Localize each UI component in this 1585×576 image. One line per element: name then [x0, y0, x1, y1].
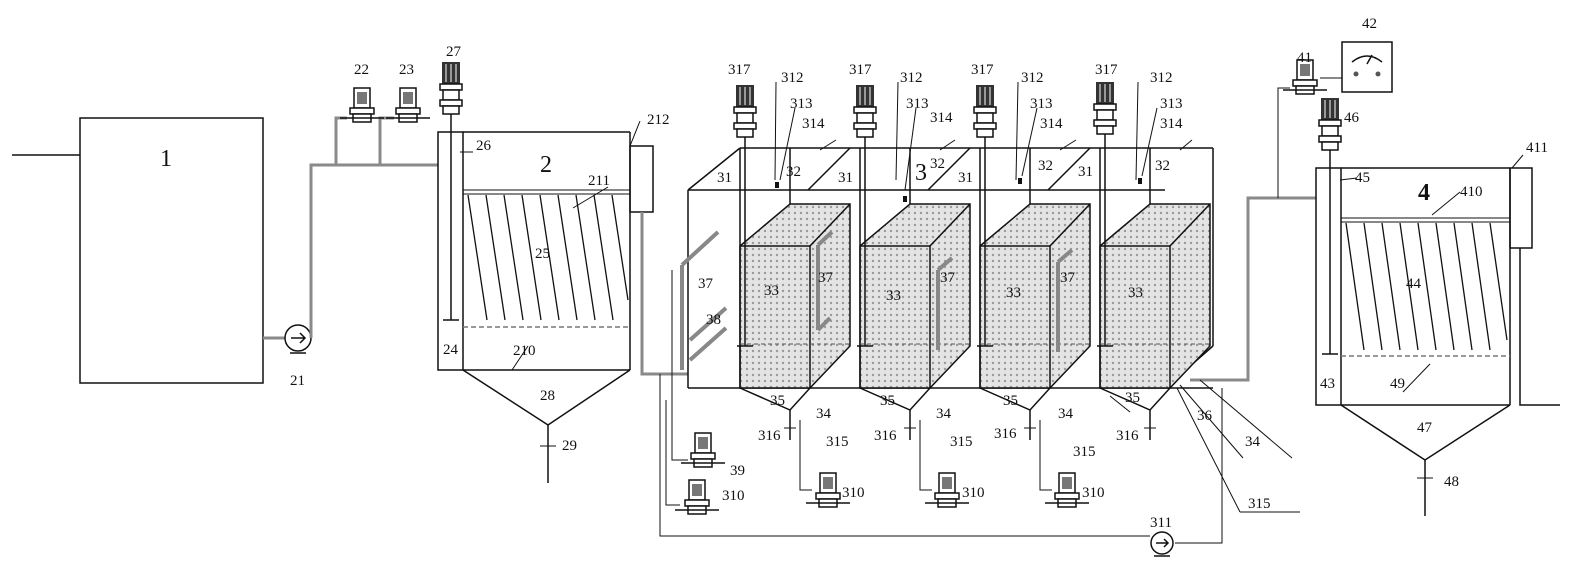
label-47: 47 [1417, 420, 1433, 436]
label-unit-3: 3 [915, 160, 927, 186]
label-316-a: 316 [758, 428, 781, 444]
label-316-c: 316 [994, 426, 1017, 442]
label-317-d: 317 [1095, 62, 1118, 78]
label-313-b: 313 [906, 96, 929, 112]
label-313-d: 313 [1160, 96, 1183, 112]
label-45: 45 [1355, 170, 1370, 186]
label-314-c: 314 [1040, 116, 1063, 132]
label-310-c: 310 [962, 485, 985, 501]
feed-pipe-1-2 [311, 118, 438, 338]
label-36: 36 [1197, 408, 1213, 424]
label-33-b: 33 [886, 288, 901, 304]
label-310-d: 310 [1082, 485, 1105, 501]
label-411: 411 [1526, 140, 1548, 156]
label-312-d: 312 [1150, 70, 1173, 86]
pump-310-a [675, 480, 719, 514]
label-317-c: 317 [971, 62, 994, 78]
label-35-b: 35 [880, 393, 895, 409]
reactor-cell-3 [974, 85, 1090, 440]
label-32-d: 32 [1155, 158, 1170, 174]
label-35-a: 35 [770, 393, 785, 409]
label-37-a: 37 [818, 270, 834, 286]
label-312-a: 312 [781, 70, 804, 86]
label-314-b: 314 [930, 110, 953, 126]
label-22: 22 [354, 62, 369, 78]
label-32-b: 32 [930, 156, 945, 172]
label-312-c: 312 [1021, 70, 1044, 86]
label-33-a: 33 [764, 283, 779, 299]
label-31-a: 31 [717, 170, 732, 186]
label-212: 212 [647, 112, 670, 128]
label-31-c: 31 [958, 170, 973, 186]
label-34-d: 34 [1245, 434, 1261, 450]
label-315-a: 315 [826, 434, 849, 450]
label-316-b: 316 [874, 428, 897, 444]
unit-1-tank [12, 118, 263, 383]
label-unit-2: 2 [540, 152, 552, 178]
label-313-c: 313 [1030, 96, 1053, 112]
label-316-d: 316 [1116, 428, 1139, 444]
label-21: 21 [290, 373, 305, 389]
pump-21 [263, 325, 311, 353]
label-317-b: 317 [849, 62, 872, 78]
label-48: 48 [1444, 474, 1459, 490]
label-37-left: 37 [698, 276, 714, 292]
label-315-b: 315 [950, 434, 973, 450]
label-28: 28 [540, 388, 555, 404]
label-210: 210 [513, 343, 536, 359]
label-46: 46 [1344, 110, 1360, 126]
label-34-c: 34 [1058, 406, 1074, 422]
label-23: 23 [399, 62, 414, 78]
label-24: 24 [443, 342, 459, 358]
label-26: 26 [476, 138, 492, 154]
label-310-b: 310 [842, 485, 865, 501]
label-315-d: 315 [1248, 496, 1271, 512]
label-34-a: 34 [816, 406, 832, 422]
label-35-c: 35 [1003, 393, 1018, 409]
label-32-a: 32 [786, 164, 801, 180]
label-42: 42 [1362, 16, 1377, 32]
label-33-c: 33 [1006, 285, 1021, 301]
label-unit-4: 4 [1418, 180, 1430, 206]
label-34-b: 34 [936, 406, 952, 422]
label-315-c: 315 [1073, 444, 1096, 460]
label-31-b: 31 [838, 170, 853, 186]
label-31-d: 31 [1078, 164, 1093, 180]
reactor-cell-4 [1094, 82, 1210, 440]
label-314-d: 314 [1160, 116, 1183, 132]
reactor-cell-1 [734, 85, 850, 440]
label-314-a: 314 [802, 116, 825, 132]
label-313-a: 313 [790, 96, 813, 112]
label-unit-1: 1 [160, 146, 172, 172]
label-311: 311 [1150, 515, 1172, 531]
label-410: 410 [1460, 184, 1483, 200]
label-27: 27 [446, 44, 462, 60]
label-211: 211 [588, 173, 610, 189]
label-33-d: 33 [1128, 285, 1143, 301]
label-41: 41 [1297, 50, 1312, 66]
label-29: 29 [562, 438, 577, 454]
label-44: 44 [1406, 276, 1422, 292]
label-43: 43 [1320, 376, 1335, 392]
label-49: 49 [1390, 376, 1405, 392]
unit-4-settler [1278, 78, 1560, 516]
label-35-d: 35 [1125, 390, 1140, 406]
pump-311 [1151, 532, 1173, 556]
label-312-b: 312 [900, 70, 923, 86]
label-38: 38 [706, 312, 721, 328]
label-37-c: 37 [1060, 270, 1076, 286]
label-310-a: 310 [722, 488, 745, 504]
meter-42 [1342, 42, 1392, 92]
label-317-a: 317 [728, 62, 751, 78]
label-25: 25 [535, 246, 550, 262]
label-32-c: 32 [1038, 158, 1053, 174]
pump-39 [681, 433, 725, 467]
label-37-b: 37 [940, 270, 956, 286]
unit-3-reactors [682, 82, 1316, 440]
label-39: 39 [730, 463, 745, 479]
